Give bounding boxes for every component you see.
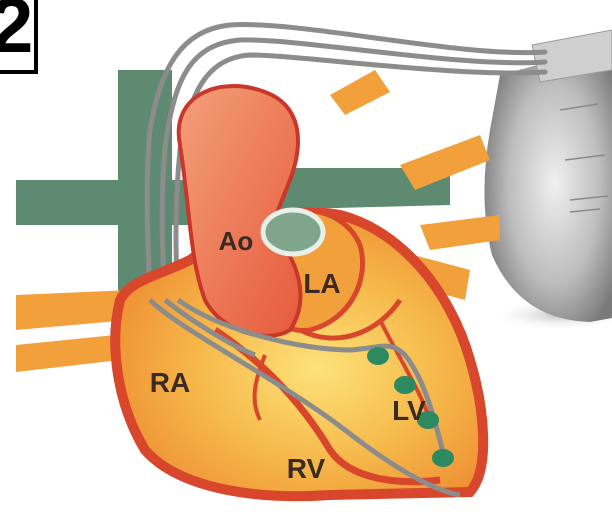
panel-number: 2 [0, 0, 33, 64]
label-right-atrium: RA [150, 367, 190, 398]
electrode-1 [367, 347, 389, 365]
label-aorta: Ao [219, 226, 254, 256]
label-right-ventricle: RV [287, 453, 326, 484]
label-left-ventricle: LV [392, 395, 426, 426]
label-left-atrium: LA [303, 268, 340, 299]
electrode-4 [432, 449, 454, 467]
panel-label: 2 [0, 0, 38, 74]
electrode-2 [394, 376, 416, 394]
